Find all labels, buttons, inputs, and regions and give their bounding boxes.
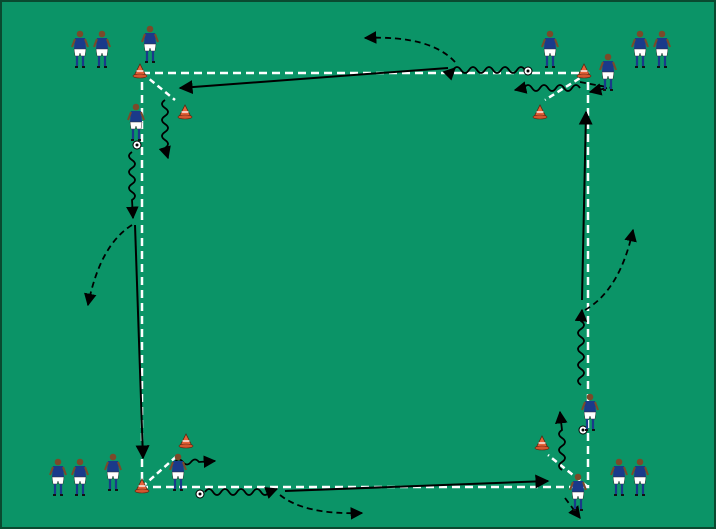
- pitch-background: [1, 1, 715, 528]
- drill-diagram: [0, 0, 716, 529]
